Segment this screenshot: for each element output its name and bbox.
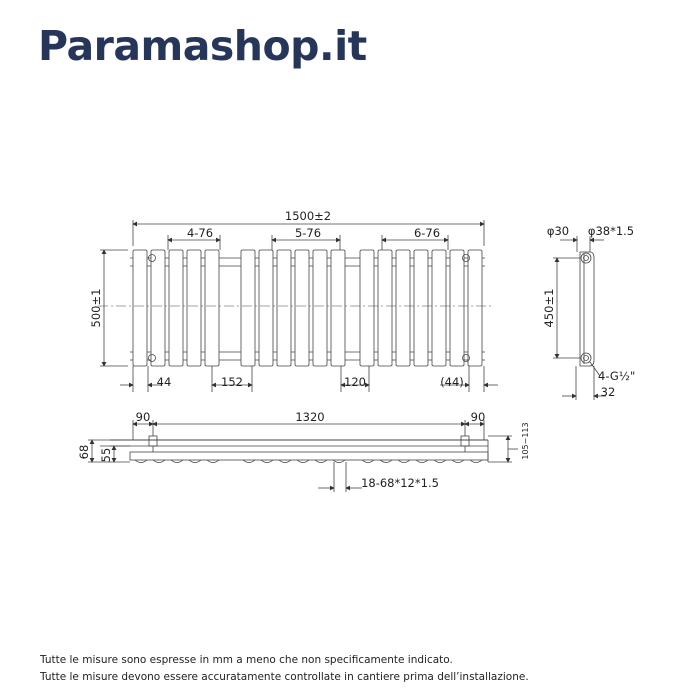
flat-panel-10 — [312, 249, 328, 367]
tube-profile-17 — [451, 459, 465, 463]
flat-panel-15 — [413, 249, 429, 367]
flat-panel-12 — [359, 249, 375, 367]
tube-profile-16 — [433, 459, 447, 463]
footnote-2: Tutte le misure devono essere accuratame… — [40, 671, 529, 683]
label-front-height: 500±1 — [89, 289, 103, 328]
flat-panel-18 — [467, 249, 483, 367]
tube-profile-2 — [152, 459, 166, 463]
label-plan-depth-outer: 68 — [77, 445, 91, 460]
flat-panel-5 — [204, 249, 220, 367]
valve-top-left — [148, 254, 156, 262]
tube-profile-6 — [242, 459, 256, 463]
flat-panel-8 — [276, 249, 292, 367]
tube-profile-18 — [469, 459, 483, 463]
label-plan-span: 1320 — [295, 410, 324, 424]
side-view — [553, 236, 606, 400]
flat-panel-17 — [449, 249, 465, 367]
flat-panel-9 — [294, 249, 310, 367]
label-flat-tubes: 18-68*12*1.5 — [361, 476, 439, 490]
tube-profile-7 — [260, 459, 274, 463]
flat-panels — [132, 249, 483, 367]
label-plan-depth-inner: 55 — [99, 448, 113, 463]
label-bottom-44: 44 — [157, 375, 172, 389]
label-bottom-44-ref: (44) — [440, 375, 464, 389]
label-connection: 4-G½" — [598, 369, 635, 383]
label-plan-left: 90 — [136, 410, 151, 424]
tube-profile-9 — [296, 459, 310, 463]
tube-profile-11 — [332, 459, 346, 463]
plan-view — [88, 420, 518, 492]
label-wall-range: 105~113 — [521, 422, 530, 459]
label-tube-diameter: φ30 — [547, 224, 569, 238]
tube-profile-14 — [397, 459, 411, 463]
valve-bottom-right — [462, 354, 470, 362]
flat-panel-6 — [240, 249, 256, 367]
label-plan-right: 90 — [471, 410, 486, 424]
tube-profile-row — [134, 459, 483, 463]
label-overall-width: 1500±2 — [285, 209, 331, 223]
bracket-left — [148, 435, 158, 447]
flat-panel-1 — [132, 249, 148, 367]
label-bottom-152: 152 — [221, 375, 243, 389]
bracket-right — [460, 435, 470, 447]
flat-panel-13 — [377, 249, 393, 367]
label-group-2: 5-76 — [295, 226, 321, 240]
label-side-height: 450±1 — [542, 289, 556, 328]
flat-panel-3 — [168, 249, 184, 367]
label-bottom-120: 120 — [344, 375, 366, 389]
label-group-3: 6-76 — [414, 226, 440, 240]
flat-panel-4 — [186, 249, 202, 367]
footnote-1: Tutte le misure sono espresse in mm a me… — [40, 654, 453, 666]
plan-body — [129, 451, 489, 461]
tube-profile-1 — [134, 459, 148, 463]
tube-profile-10 — [314, 459, 328, 463]
flat-panel-14 — [395, 249, 411, 367]
valve-bottom-left — [148, 354, 156, 362]
flat-panel-16 — [431, 249, 447, 367]
label-pipe: φ38*1.5 — [588, 224, 634, 238]
front-view — [98, 220, 498, 392]
tube-profile-15 — [415, 459, 429, 463]
valve-top-right — [462, 254, 470, 262]
tube-profile-4 — [188, 459, 202, 463]
tube-profile-5 — [206, 459, 220, 463]
brand-logo: Paramashop.it — [38, 22, 367, 70]
flat-panel-2 — [150, 249, 166, 367]
tube-profile-8 — [278, 459, 292, 463]
label-side-depth: 32 — [601, 385, 616, 399]
tube-profile-3 — [170, 459, 184, 463]
flat-panel-7 — [258, 249, 274, 367]
flat-panel-11 — [330, 249, 346, 367]
label-group-1: 4-76 — [187, 226, 213, 240]
tube-profile-12 — [361, 459, 375, 463]
tube-profile-13 — [379, 459, 393, 463]
